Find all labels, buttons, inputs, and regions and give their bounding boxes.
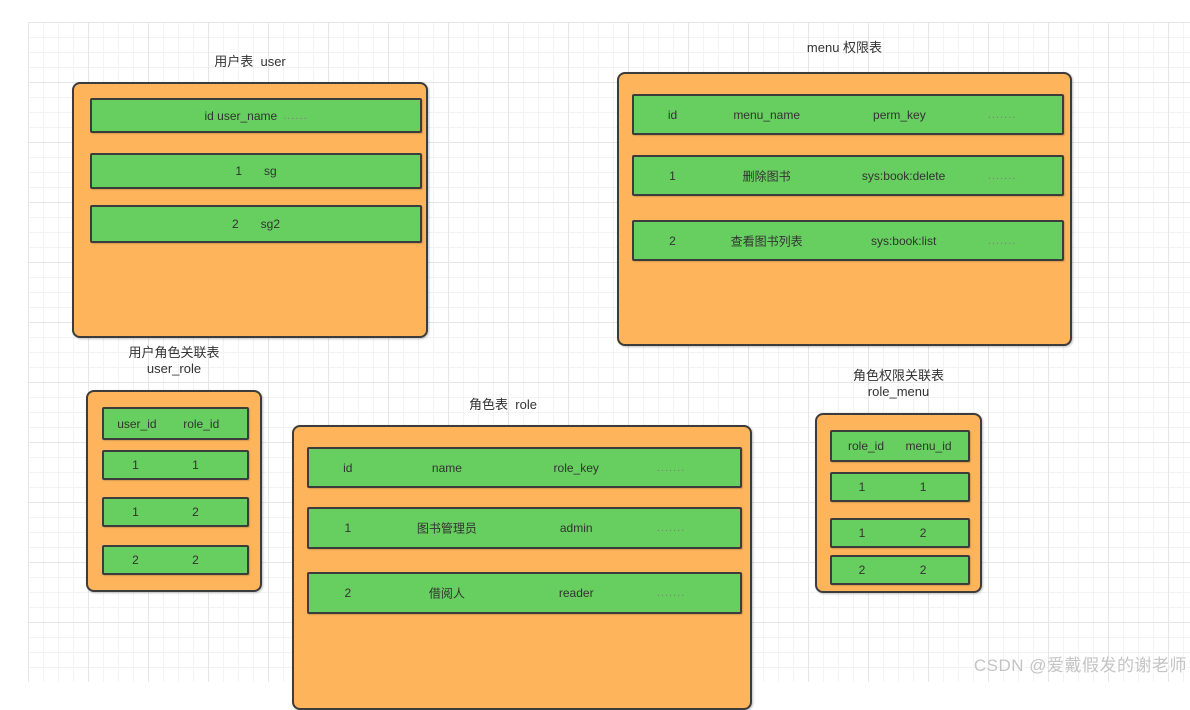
table-title[interactable]: 用户角色关联表 [86, 345, 262, 361]
entity-menu-table[interactable]: menu 权限表 id menu_name perm_key ....... 1… [617, 40, 1072, 346]
row-cell: 1 [132, 505, 139, 519]
table-title[interactable]: menu 权限表 [617, 40, 1072, 56]
row-cell: 2 [920, 563, 927, 577]
entity-user-role-table[interactable]: 用户角色关联表 user_role user_id role_id 1 1 1 … [86, 345, 262, 592]
row-cell: menu_name [733, 108, 800, 122]
table-row[interactable]: role_id menu_id [830, 430, 970, 462]
table-row[interactable]: user_id role_id [102, 407, 249, 440]
role-table-container[interactable]: id name role_key ....... 1 图书管理员 admin .… [292, 425, 752, 710]
table-title[interactable]: role_menu [815, 384, 982, 400]
user-role-table-container[interactable]: user_id role_id 1 1 1 2 2 2 [86, 390, 262, 592]
row-cell: id [343, 461, 352, 475]
table-row[interactable]: 1 1 [102, 450, 249, 480]
row-cell: role_id [183, 417, 219, 431]
row-cell: 1 [192, 458, 199, 472]
row-cell: ....... [988, 235, 1016, 247]
row-cell: reader [559, 586, 594, 600]
row-cell: 1 [859, 480, 866, 494]
row-cell: role_id [848, 439, 884, 453]
row-cell: admin [560, 521, 593, 535]
table-row[interactable]: id name role_key ....... [307, 447, 742, 488]
row-cell: 1 [920, 480, 927, 494]
table-row[interactable]: 1 2 [102, 497, 249, 527]
row-cell: 1 [344, 521, 351, 535]
table-title[interactable]: 角色表 role [273, 397, 733, 413]
row-cell: id [668, 108, 677, 122]
entity-role-table[interactable]: 角色表 role id name role_key ....... 1 图书管理… [292, 397, 752, 710]
table-row[interactable]: 1 图书管理员 admin ....... [307, 507, 742, 549]
table-row[interactable]: 2 查看图书列表 sys:book:list ....... [632, 220, 1064, 261]
table-row[interactable]: 2 sg2 [90, 205, 422, 243]
row-cell: 2 [192, 505, 199, 519]
row-cell: 2 [192, 553, 199, 567]
entity-role-menu-table[interactable]: 角色权限关联表 role_menu role_id menu_id 1 1 1 … [815, 368, 982, 593]
menu-table-container[interactable]: id menu_name perm_key ....... 1 删除图书 sys… [617, 72, 1072, 346]
role-menu-table-container[interactable]: role_id menu_id 1 1 1 2 2 2 [815, 413, 982, 593]
table-row[interactable]: 2 借阅人 reader ....... [307, 572, 742, 614]
table-row[interactable]: id menu_name perm_key ....... [632, 94, 1064, 135]
watermark: CSDN @爱戴假发的谢老师 [974, 651, 1187, 676]
row-cell: perm_key [873, 108, 926, 122]
entity-user-table[interactable]: 用户表 user id user_name ...... 1 sg 2 sg2 [72, 54, 428, 338]
row-cell: 2 [232, 217, 239, 231]
row-cell: ....... [988, 170, 1016, 182]
row-cell: ....... [657, 462, 685, 474]
table-row[interactable]: 2 2 [830, 555, 970, 585]
row-cell: role_key [554, 461, 599, 475]
table-row[interactable]: 2 2 [102, 545, 249, 575]
row-cell: sg2 [261, 217, 280, 231]
row-cell: 删除图书 [743, 167, 791, 184]
row-cell: ....... [988, 109, 1016, 121]
row-cell: 图书管理员 [417, 520, 477, 537]
row-cell: ....... [657, 522, 685, 534]
row-cell: 查看图书列表 [731, 232, 803, 249]
row-cell: sg [264, 164, 277, 178]
row-cell: name [432, 461, 462, 475]
row-cell: ....... [657, 587, 685, 599]
row-cell: id user_name [204, 109, 277, 123]
user-table-container[interactable]: id user_name ...... 1 sg 2 sg2 [72, 82, 428, 338]
row-cell: 2 [920, 526, 927, 540]
row-cell: 2 [859, 563, 866, 577]
table-title[interactable]: 角色权限关联表 [815, 368, 982, 384]
table-row[interactable]: id user_name ...... [90, 98, 422, 133]
row-cell: 2 [132, 553, 139, 567]
row-cell: sys:book:list [871, 234, 936, 248]
row-cell: 2 [669, 234, 676, 248]
table-row[interactable]: 1 删除图书 sys:book:delete ....... [632, 155, 1064, 196]
row-cell: 2 [344, 586, 351, 600]
row-cell: sys:book:delete [862, 169, 945, 183]
row-cell: 1 [859, 526, 866, 540]
table-title[interactable]: user_role [86, 361, 262, 377]
row-cell: 1 [132, 458, 139, 472]
row-cell: 借阅人 [429, 585, 465, 602]
row-cell: menu_id [906, 439, 952, 453]
table-row[interactable]: 1 1 [830, 472, 970, 502]
row-cell: ...... [283, 110, 307, 122]
table-row[interactable]: 1 2 [830, 518, 970, 548]
row-cell: 1 [235, 164, 242, 178]
table-row[interactable]: 1 sg [90, 153, 422, 189]
row-cell: 1 [669, 169, 676, 183]
table-title[interactable]: 用户表 user [72, 54, 428, 70]
row-cell: user_id [117, 417, 156, 431]
